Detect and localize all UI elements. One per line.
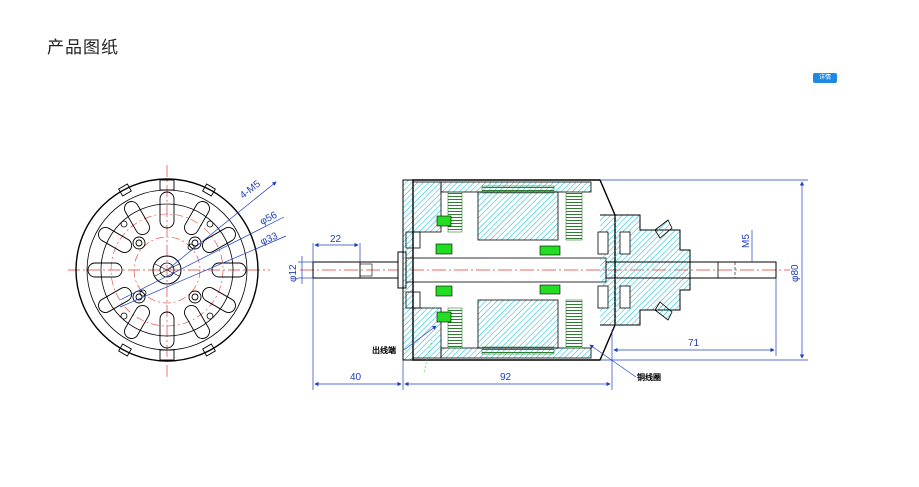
dim-body-length: 92	[500, 372, 512, 383]
note-lead-out: 出线端	[372, 345, 396, 355]
dim-rear-length: 71	[688, 338, 700, 349]
front-view: 4-M5 φ56 φ33	[68, 165, 287, 378]
front-thread-label: 4-M5	[238, 178, 263, 201]
detail-badge[interactable]: 详情	[813, 73, 837, 83]
note-winding: 铜线圈	[637, 372, 661, 382]
dim-outer-diameter: φ80	[790, 264, 801, 282]
page-title: 产品图纸	[47, 38, 119, 58]
side-view: 22 φ12 40 92 71 M5 φ80 出线端 铜线圈	[288, 179, 808, 390]
dim-rear-thread: M5	[741, 234, 752, 248]
dim-front-overall: 40	[350, 372, 362, 383]
dim-shaft-diameter: φ12	[288, 264, 299, 282]
front-pcd33-label: φ33	[259, 231, 280, 248]
dim-shaft-front-length: 22	[330, 234, 342, 245]
